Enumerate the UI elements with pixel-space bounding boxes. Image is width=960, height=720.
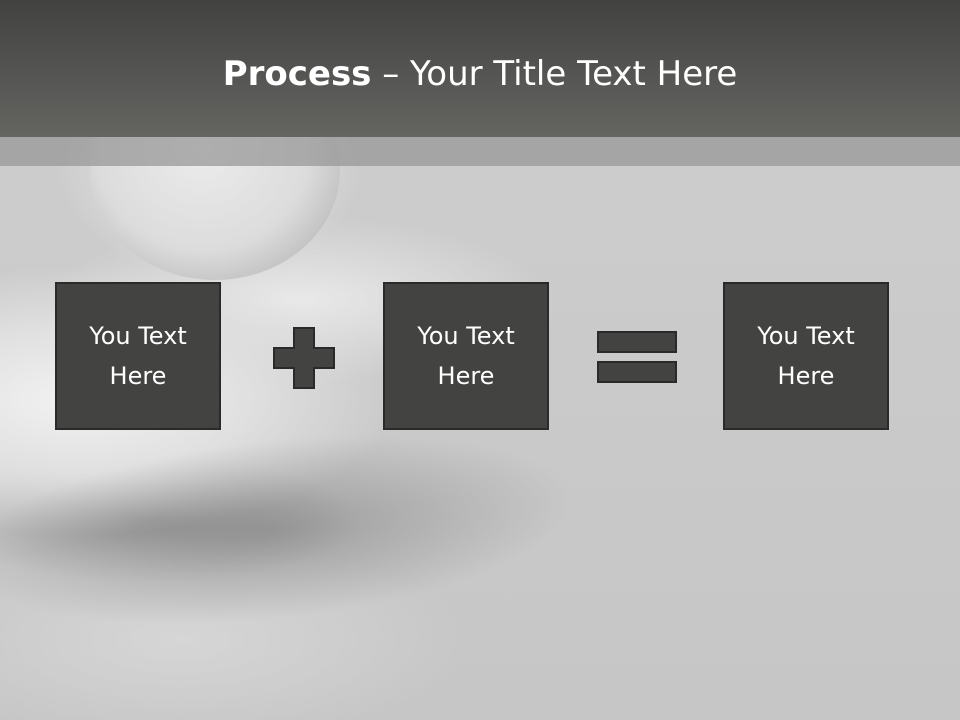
process-box-1-line1: You Text bbox=[89, 322, 187, 350]
process-box-3: You Text Here bbox=[723, 282, 889, 430]
title-bar bbox=[0, 0, 960, 137]
process-box-1: You Text Here bbox=[55, 282, 221, 430]
process-box-1-text: You Text Here bbox=[68, 316, 208, 396]
title-bar-band bbox=[0, 137, 960, 166]
slide-title-rest: – Your Title Text Here bbox=[371, 54, 738, 94]
slide-title: Process – Your Title Text Here bbox=[0, 52, 960, 96]
process-box-2-text: You Text Here bbox=[396, 316, 536, 396]
process-box-3-line1: You Text bbox=[757, 322, 855, 350]
plus-icon bbox=[273, 327, 335, 389]
process-box-1-line2: Here bbox=[109, 362, 167, 390]
slide-title-bold: Process bbox=[222, 54, 372, 94]
process-box-2-line2: Here bbox=[437, 362, 495, 390]
equals-icon bbox=[597, 331, 677, 383]
process-box-2: You Text Here bbox=[383, 282, 549, 430]
process-box-3-line2: Here bbox=[777, 362, 835, 390]
process-box-3-text: You Text Here bbox=[736, 316, 876, 396]
process-box-2-line1: You Text bbox=[417, 322, 515, 350]
